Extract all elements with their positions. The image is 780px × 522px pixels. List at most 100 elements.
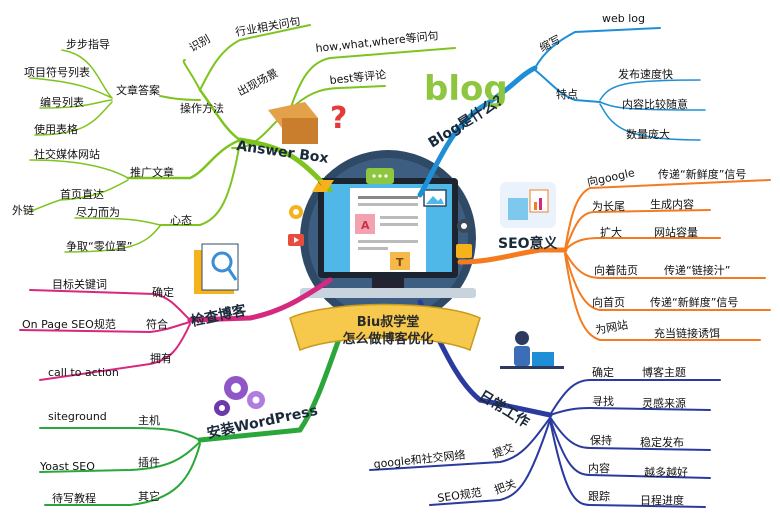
wp-item-a: 主机 xyxy=(138,413,160,427)
node-jinli: 尽力而为 xyxy=(76,206,120,219)
bar xyxy=(534,202,537,210)
gear-hole xyxy=(252,396,260,404)
blog-main-line xyxy=(417,65,538,198)
line xyxy=(159,141,241,226)
chat-dot xyxy=(384,174,388,178)
doc-letter-t-box xyxy=(390,252,410,270)
pencil-icon xyxy=(312,182,328,192)
node-best: best等评论 xyxy=(329,67,387,87)
question-mark-icon: ? xyxy=(330,101,347,136)
daily-item-b: 博客主题 xyxy=(642,365,686,379)
doc-line xyxy=(380,216,418,219)
seo-item-b: 传递“新鲜度”信号 xyxy=(650,295,738,309)
line xyxy=(564,209,711,251)
daily-item-a: 跟踪 xyxy=(588,489,610,503)
gear-hole xyxy=(219,405,225,411)
doc-letter-a-box xyxy=(355,214,375,234)
monitor-base xyxy=(300,288,476,298)
line xyxy=(29,159,129,179)
doc-line xyxy=(358,247,388,250)
center-title-line2: 怎么做博客优化 xyxy=(342,331,433,347)
line xyxy=(182,59,201,91)
seo-title: SEO意义 xyxy=(498,235,558,252)
line xyxy=(27,179,129,213)
box-icon xyxy=(282,118,318,144)
check-item-a: 符合 xyxy=(146,317,168,331)
line xyxy=(39,323,191,381)
node-fabu: 发布速度快 xyxy=(618,67,673,81)
daily-item-b: 越多越好 xyxy=(644,465,688,479)
seo-item-a: 向首页 xyxy=(592,295,625,309)
line xyxy=(564,237,721,251)
doc-letter-t: T xyxy=(396,256,404,269)
line xyxy=(429,419,551,506)
node-tuiguang: 推广文章 xyxy=(130,165,174,179)
wp-item-a: 其它 xyxy=(138,489,160,503)
node-bianhao: 编号列表 xyxy=(40,95,84,109)
thumbs-up-icon xyxy=(456,244,472,258)
chat-dot xyxy=(372,174,376,178)
node-shouye: 首页直达 xyxy=(60,187,104,201)
line xyxy=(29,289,191,321)
daily-item-a: 寻找 xyxy=(592,394,614,408)
node-xiangmu: 项目符号列表 xyxy=(24,65,90,79)
daily-item-b: 灵感来源 xyxy=(642,396,686,410)
seo-item-b: 传递“新鲜度”信号 xyxy=(658,167,746,181)
line xyxy=(549,417,711,479)
laptop-icon xyxy=(532,352,554,366)
line xyxy=(39,441,201,473)
check-item-b: On Page SEO规范 xyxy=(22,317,116,331)
wp-item-b: Yoast SEO xyxy=(39,460,95,473)
seo-item-b: 传递“链接汁” xyxy=(664,263,730,277)
line xyxy=(564,253,761,341)
line xyxy=(19,321,191,334)
wp-item-b: siteground xyxy=(48,410,107,423)
center-ribbon: Biu叔学堂 怎么做博客优化 xyxy=(289,303,481,351)
doc-line xyxy=(358,203,418,206)
seo-item-a: 扩大 xyxy=(600,225,622,239)
line xyxy=(549,419,706,508)
magnifier-handle xyxy=(226,267,238,281)
check-blog-illustration xyxy=(194,243,239,294)
line xyxy=(44,443,201,506)
seo-main-line xyxy=(457,247,568,265)
check-item-a: 确定 xyxy=(152,285,174,299)
gear-hole xyxy=(461,223,467,229)
node-zhengqu: 争取“零位置” xyxy=(66,239,132,253)
daily-item-b: 稳定发布 xyxy=(640,435,684,449)
daily-item-b: 日程进度 xyxy=(640,493,684,507)
node-xintai: 心态 xyxy=(170,214,192,227)
line xyxy=(599,103,701,141)
box-icon xyxy=(508,198,528,220)
node-weblog: web log xyxy=(602,12,645,25)
blog-nodes: 缩写 web log 特点 发布速度快 内容比较随意 数量庞大 xyxy=(537,12,688,141)
line xyxy=(289,47,456,111)
pencil-icon xyxy=(318,180,334,192)
seo-nodes: 向google 传递“新鲜度”信号 为长尾 生成内容 扩大 网站容量 向着陆页 … xyxy=(586,165,747,340)
node-suoxie: 缩写 xyxy=(537,33,563,55)
person-body-icon xyxy=(514,346,530,366)
daily-item-a: 保持 xyxy=(590,433,612,447)
seo-item-a: 向着陆页 xyxy=(594,263,638,277)
check-blog-nodes: 确定 目标关键词 符合 On Page SEO规范 拥有 call to act… xyxy=(22,277,174,379)
node-tedian: 特点 xyxy=(556,87,578,101)
check-item-b: call to action xyxy=(48,366,119,379)
blog-logo: blog xyxy=(424,69,508,109)
doc-line xyxy=(358,196,418,199)
ribbon-shape xyxy=(289,303,481,351)
node-shejiao: 社交媒体网站 xyxy=(34,147,100,161)
check-blog-title: 检查博客 xyxy=(189,301,248,329)
line xyxy=(599,79,701,101)
node-hangye: 行业相关问句 xyxy=(234,14,301,39)
node-shuliang: 数量庞大 xyxy=(626,127,670,141)
line xyxy=(198,88,242,142)
line xyxy=(29,77,113,99)
line xyxy=(126,138,242,180)
monitor-neck xyxy=(372,278,404,288)
wordpress-nodes: 主机 siteground 插件 Yoast SEO 其它 待写教程 xyxy=(39,410,160,505)
line xyxy=(599,101,706,111)
blog-logo-illustration: blog xyxy=(424,69,508,109)
line xyxy=(564,179,771,251)
